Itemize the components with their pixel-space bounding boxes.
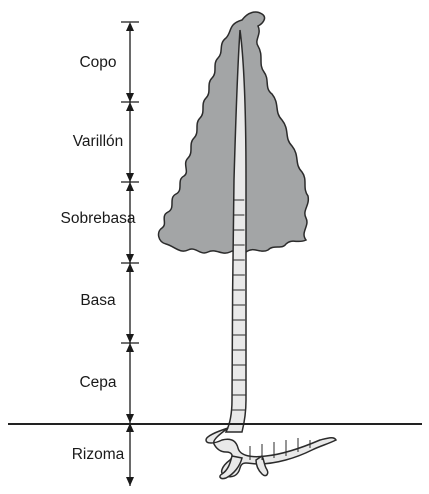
rhizome-root-right — [255, 454, 269, 477]
scale-arrows — [126, 22, 134, 486]
rhizome-main — [205, 427, 338, 478]
label-varillon: Varillón — [72, 133, 124, 150]
rhizome — [205, 427, 338, 480]
label-sobrebasa: Sobrebasa — [60, 210, 136, 227]
culm-outline — [224, 29, 247, 433]
culm-nodes — [232, 199, 246, 411]
height-scale — [121, 21, 139, 486]
label-rizoma: Rizoma — [71, 446, 125, 463]
label-copo: Copo — [79, 54, 117, 71]
foliage-crown — [157, 11, 310, 254]
rhizome-root-left — [219, 455, 243, 480]
culm — [224, 29, 247, 433]
label-basa: Basa — [80, 292, 116, 309]
label-cepa: Cepa — [79, 374, 117, 391]
